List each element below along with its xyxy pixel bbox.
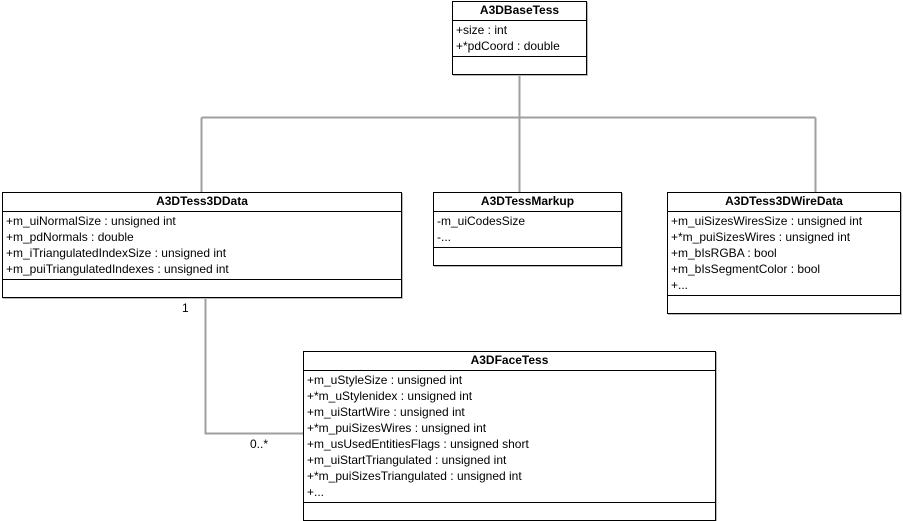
class-attributes-a3dfacetess: +m_uStyleSize : unsigned int +*m_uStylen… [304, 371, 715, 503]
class-attributes-a3dtess3dwiredata: +m_uiSizesWiresSize : unsigned int +*m_p… [668, 212, 900, 296]
generalization-tree [200, 61, 817, 192]
class-operations-a3dtess3ddata [3, 280, 401, 297]
class-attribute: +m_bIsRGBA : bool [671, 246, 777, 260]
uml-class-a3dtessmarkup[interactable]: A3DTessMarkup -m_uiCodesSize -... [433, 192, 622, 266]
class-attribute: +... [307, 485, 325, 499]
class-attribute: +*m_puiSizesWires : unsigned int [671, 230, 851, 244]
class-attribute: +size : int [456, 23, 508, 37]
composition-edge [200, 286, 303, 435]
class-operations-a3dtessmarkup [434, 248, 621, 265]
class-attribute: +m_puiTriangulatedIndexes : unsigned int [6, 262, 229, 276]
class-attributes-a3dbasetess: +size : int +*pdCoord : double [453, 21, 586, 57]
class-attribute: +*m_puiSizesWires : unsigned int [307, 421, 487, 435]
class-attribute: +*m_uStylenidex : unsigned int [307, 389, 473, 403]
class-attribute: +m_uiStartTriangulated : unsigned int [307, 453, 507, 467]
class-name-a3dtessmarkup: A3DTessMarkup [434, 193, 621, 212]
class-attribute: +... [671, 278, 689, 292]
class-attribute: +m_bIsSegmentColor : bool [671, 262, 821, 276]
class-attribute: +m_uiSizesWiresSize : unsigned int [671, 214, 863, 228]
class-name-a3dbasetess: A3DBaseTess [453, 2, 586, 21]
class-attribute: +m_uiStartWire : unsigned int [307, 405, 465, 419]
class-operations-a3dtess3dwiredata [668, 296, 900, 313]
multiplicity-owner-label: 1 [182, 301, 189, 315]
class-attribute: -... [437, 230, 451, 244]
class-name-a3dtess3ddata: A3DTess3DData [3, 193, 401, 212]
uml-class-a3dbasetess[interactable]: A3DBaseTess +size : int +*pdCoord : doub… [452, 1, 587, 75]
class-attributes-a3dtessmarkup: -m_uiCodesSize -... [434, 212, 621, 248]
class-attributes-a3dtess3ddata: +m_uiNormalSize : unsigned int +m_pdNorm… [3, 212, 401, 280]
uml-class-a3dtess3dwiredata[interactable]: A3DTess3DWireData +m_uiSizesWiresSize : … [667, 192, 901, 314]
uml-class-a3dfacetess[interactable]: A3DFaceTess +m_uStyleSize : unsigned int… [303, 351, 716, 521]
class-attribute: -m_uiCodesSize [437, 214, 526, 228]
uml-class-a3dtess3ddata[interactable]: A3DTess3DData +m_uiNormalSize : unsigned… [2, 192, 402, 298]
composition-path [204, 296, 303, 435]
class-attribute: +m_uStyleSize : unsigned int [307, 373, 463, 387]
class-attribute: +m_uiNormalSize : unsigned int [6, 214, 176, 228]
class-name-a3dtess3dwiredata: A3DTess3DWireData [668, 193, 900, 212]
class-attribute: +m_pdNormals : double [6, 230, 134, 244]
class-attribute: +*pdCoord : double [456, 39, 560, 53]
multiplicity-part-label: 0..* [250, 437, 269, 451]
class-attribute: +m_usUsedEntitiesFlags : unsigned short [307, 437, 529, 451]
class-attribute: +*m_puiSizesTriangulated : unsigned int [307, 469, 522, 483]
class-operations-a3dfacetess [304, 503, 715, 520]
class-operations-a3dbasetess [453, 57, 586, 74]
class-name-a3dfacetess: A3DFaceTess [304, 352, 715, 371]
class-attribute: +m_iTriangulatedIndexSize : unsigned int [6, 246, 227, 260]
